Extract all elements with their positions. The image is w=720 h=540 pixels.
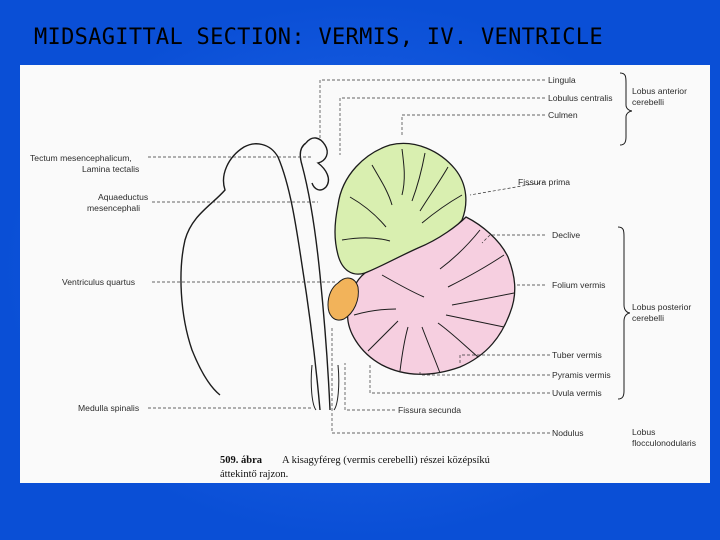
- label-tectum-line2: Lamina tectalis: [82, 164, 139, 174]
- label-pyramis-vermis: Pyramis vermis: [552, 370, 611, 380]
- anterior-folium-2: [411, 152, 426, 202]
- anterior-folium-4: [421, 194, 463, 224]
- label-lobus-flocculo-line1: Lobus: [632, 427, 655, 437]
- label-tuber-vermis: Tuber vermis: [552, 350, 602, 360]
- label-aquaeductus-line2: mesencephali: [87, 203, 140, 213]
- leader-culmen: [401, 114, 545, 137]
- posterior-lobe: [347, 216, 516, 375]
- leader-declive: [481, 234, 545, 244]
- brainstem-inner: [299, 142, 331, 411]
- label-lobus-anterior-line1: Lobus anterior: [632, 86, 687, 96]
- anterior-folium-7: [341, 237, 391, 242]
- leader-nodulus: [331, 327, 550, 434]
- leader-tuber: [459, 354, 550, 365]
- label-ventriculus: Ventriculus quartus: [62, 277, 135, 287]
- label-lobus-anterior-line2: cerebelli: [632, 97, 664, 107]
- label-aquaeductus-line1: Aquaeductus: [98, 192, 148, 202]
- posterior-folium-9: [353, 308, 397, 316]
- leader-fissura-prima: [469, 181, 546, 196]
- label-lingula: Lingula: [548, 75, 576, 85]
- figure-panel: Tectum mesencephalicum, Lamina tectalis …: [20, 65, 710, 483]
- label-culmen: Culmen: [548, 110, 578, 120]
- posterior-folium-5: [437, 322, 479, 358]
- label-medulla: Medulla spinalis: [78, 403, 139, 413]
- bracket-posterior: [617, 226, 631, 400]
- medulla-outline: [310, 364, 340, 411]
- tectum-outline: [305, 137, 330, 191]
- leader-lingula: [319, 79, 545, 140]
- caption-line2: áttekintő rajzon.: [220, 469, 288, 480]
- posterior-folium-2: [447, 254, 505, 288]
- leader-uvula: [369, 365, 550, 394]
- posterior-folium-7: [399, 326, 409, 372]
- label-lobus-posterior-line2: cerebelli: [632, 313, 664, 323]
- label-declive: Declive: [552, 230, 580, 240]
- slide-title: MIDSAGITTAL SECTION: VERMIS, IV. VENTRIC…: [34, 25, 603, 50]
- leader-lobulus: [339, 97, 545, 155]
- caption-line1: A kisagyféreg (vermis cerebelli) részei …: [282, 455, 491, 466]
- posterior-folium-10: [381, 274, 425, 298]
- posterior-folium-6: [421, 326, 441, 374]
- label-uvula-vermis: Uvula vermis: [552, 388, 602, 398]
- label-tectum-line1: Tectum mesencephalicum,: [30, 153, 132, 163]
- label-lobus-flocculo-line2: flocculonodularis: [632, 438, 696, 448]
- label-nodulus: Nodulus: [552, 428, 584, 438]
- cerebellum-diagram: Tectum mesencephalicum, Lamina tectalis …: [30, 72, 696, 480]
- posterior-folium-3: [451, 292, 515, 306]
- label-fissura-prima: Fissura prima: [518, 177, 570, 187]
- fourth-ventricle: [327, 277, 359, 321]
- anterior-folium-5: [371, 164, 393, 206]
- leader-pyramis: [419, 371, 550, 376]
- posterior-folium-1: [439, 229, 481, 270]
- label-fissura-secunda: Fissura secunda: [398, 405, 461, 415]
- brainstem-outline: [180, 143, 321, 411]
- caption-number: 509. ábra: [220, 455, 263, 466]
- anterior-folium-6: [349, 196, 387, 228]
- label-lobus-posterior-line1: Lobus posterior: [632, 302, 691, 312]
- anterior-folium-3: [419, 166, 449, 212]
- leader-fissura-secunda: [344, 363, 395, 411]
- posterior-folium-4: [445, 314, 505, 328]
- posterior-folium-8: [367, 320, 399, 352]
- anterior-folium-1: [401, 148, 405, 196]
- label-lobulus-centralis: Lobulus centralis: [548, 93, 613, 103]
- label-folium-vermis: Folium vermis: [552, 280, 605, 290]
- bracket-anterior: [619, 72, 633, 146]
